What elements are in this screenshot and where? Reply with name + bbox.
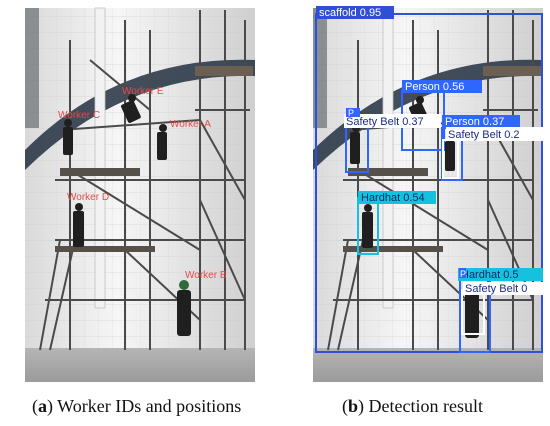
caption-panel-b: (b) Detection result	[342, 396, 483, 416]
detection-label-partial-1: P	[348, 108, 354, 118]
worker-label-a: Worker A	[170, 119, 211, 130]
detection-label-safety-belt-3: Safety Belt 0	[465, 283, 527, 295]
caption-panel-a: (a) Worker IDs and positions	[32, 396, 242, 416]
worker-silhouettes	[63, 94, 191, 336]
caption-b-letter: b	[348, 396, 359, 416]
detection-label-hardhat-1: Hardhat 0.54	[361, 192, 425, 204]
caption-b-text: Detection result	[368, 396, 483, 416]
detection-label-safety-belt-1: Safety Belt 0.37	[346, 116, 424, 128]
detection-label-safety-belt-2: Safety Belt 0.2	[448, 129, 520, 141]
worker-label-d: Worker D	[67, 192, 109, 203]
worker-label-e: Worker E	[122, 86, 164, 97]
detection-label-partial-2: P	[460, 269, 466, 279]
panel-b-photo: scaffold 0.95 Person 0.56 Person 0.37 Sa…	[313, 6, 543, 382]
worker-label-b: Worker B	[185, 270, 227, 281]
detection-label-person-1: Person 0.56	[405, 81, 464, 93]
panel-a-photo: Worker E Worker C Worker A Worker D Work…	[25, 7, 255, 382]
detection-label-hardhat-2: Hardhat 0.5	[461, 269, 518, 281]
detection-label-scaffold: scaffold 0.95	[319, 7, 381, 19]
scaffold-box	[315, 13, 543, 353]
detection-label-person-2: Person 0.37	[445, 116, 504, 128]
worker-label-c: Worker C	[58, 110, 100, 121]
caption-a-text: Worker IDs and positions	[57, 396, 242, 416]
caption-a-letter: a	[38, 396, 47, 416]
